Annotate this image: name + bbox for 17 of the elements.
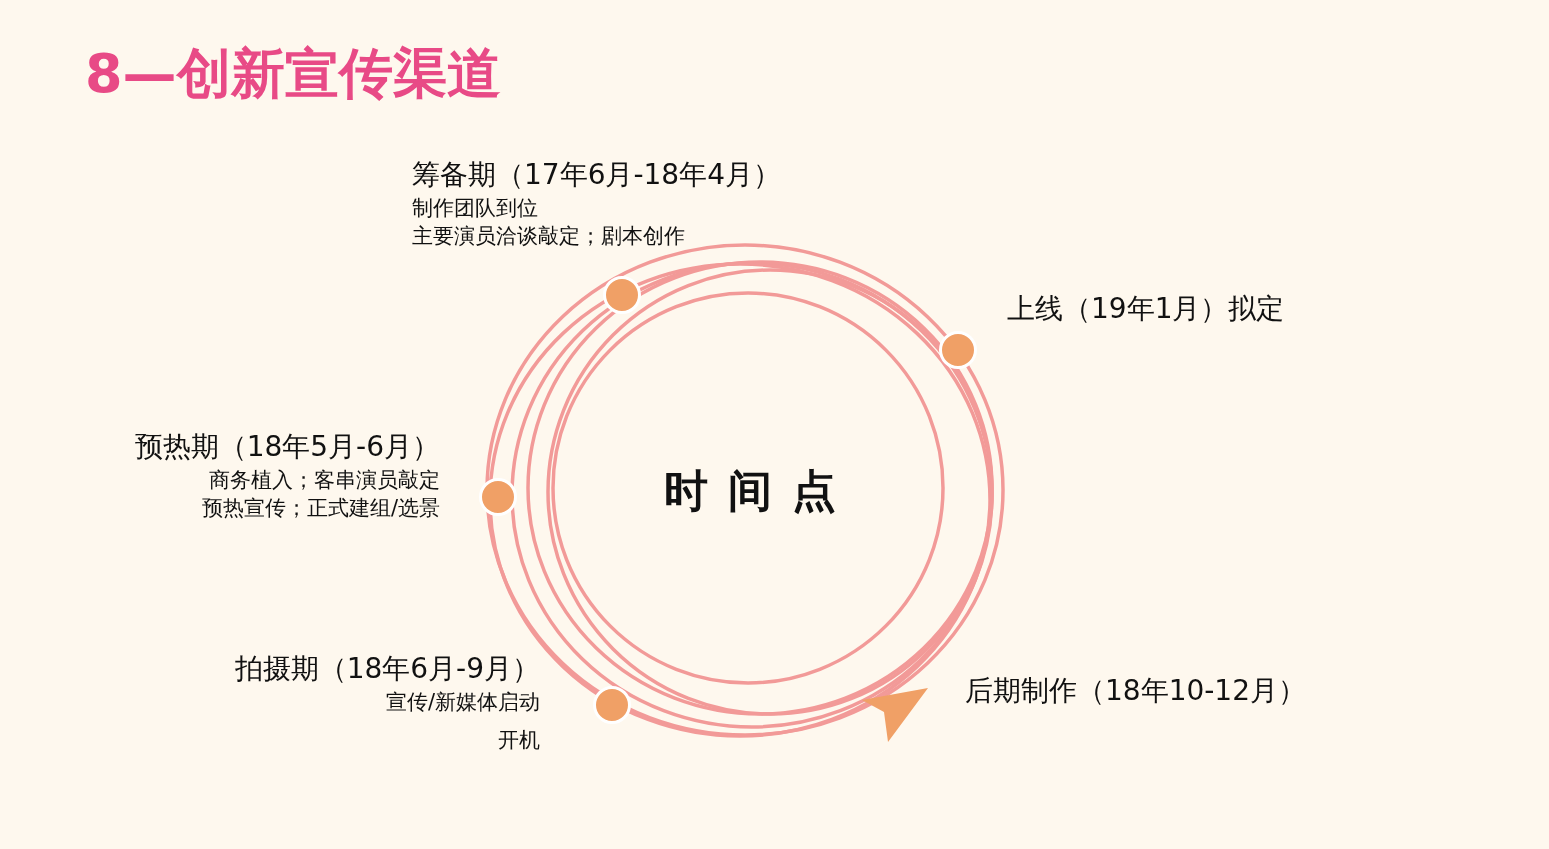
phase-note: 开机 (498, 727, 540, 754)
title: 8—创新宣传渠道 (85, 41, 501, 107)
timeline-dot (479, 478, 517, 516)
phase-note: 主要演员洽谈敲定；剧本创作 (412, 223, 685, 250)
phase-note: 宣传/新媒体启动 (385, 689, 540, 716)
phase-note: 制作团队到位 (412, 195, 538, 222)
center-title: 时间点 (664, 465, 856, 516)
phase-note: 商务植入；客串演员敲定 (209, 467, 440, 494)
phase-heading: 筹备期（17年6月-18年4月） (412, 158, 781, 192)
timeline-dot (593, 686, 631, 724)
timeline-dot (939, 331, 977, 369)
timeline-dot (603, 276, 641, 314)
phase-heading: 拍摄期（18年6月-9月） (234, 652, 540, 686)
phase-heading: 后期制作（18年10-12月） (965, 674, 1306, 708)
phase-heading: 预热期（18年5月-6月） (134, 430, 440, 464)
phase-note: 预热宣传；正式建组/选景 (201, 495, 440, 522)
phase-heading: 上线（19年1月）拟定 (1007, 292, 1285, 326)
